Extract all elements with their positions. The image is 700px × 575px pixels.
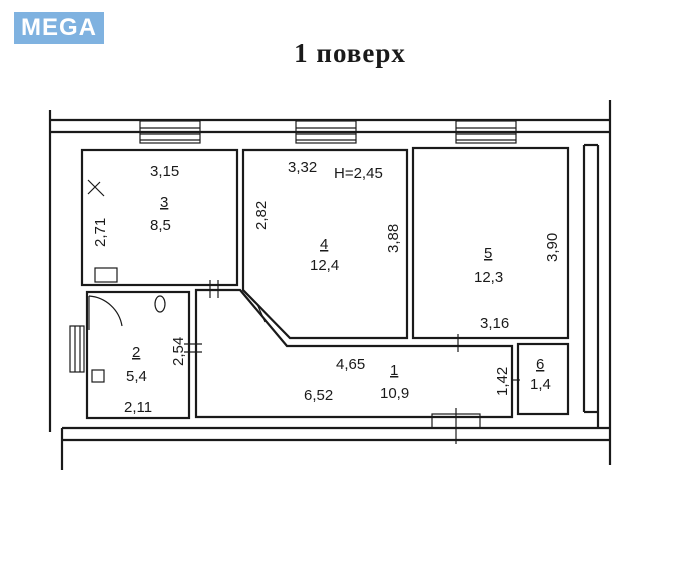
room-4-area: 12,4 [310,257,339,274]
room-3-number: 3 [160,194,168,211]
room-labels: 3,15 3 8,5 2,71 3,32 H=2,45 2,82 3,88 4 … [92,159,561,416]
room-1-outline [194,288,514,419]
room-5-depth: 3,90 [544,233,561,262]
room-6-number: 6 [536,356,544,373]
room-1-length-top: 4,65 [336,356,365,373]
logo-text: MEGA [21,14,97,41]
room-4-depth-right: 3,88 [385,224,402,253]
room-5-width: 3,16 [480,315,509,332]
floor-title: 1 поверх [294,38,406,68]
room-3-outline [80,148,239,287]
room-2-depth: 2,54 [170,337,187,366]
room-6-area: 1,4 [530,376,551,393]
room-4-outline [241,148,409,340]
room-6-outline [516,342,570,416]
windows [69,120,517,444]
vent-icon [87,179,105,197]
room-walls [80,146,570,420]
room-2-outline [85,290,191,420]
room-2-width: 2,11 [124,399,152,416]
room-4-width: 3,32 [288,159,317,176]
room-4-height: H=2,45 [334,165,383,182]
room-1-depth: 1,42 [494,367,511,396]
room-3-width: 3,15 [150,163,179,180]
room-5-number: 5 [484,245,492,262]
room-1-area: 10,9 [380,385,409,402]
mega-logo: MEGA [14,12,104,44]
outer-walls [48,100,612,470]
room-4-depth-left: 2,82 [253,201,270,230]
room-5-outline [411,146,570,340]
room-3-depth: 2,71 [92,218,109,247]
room-4-number: 4 [320,236,328,253]
toilet-icon [154,295,166,313]
room-2-number: 2 [132,344,140,361]
door-swing [88,295,123,327]
room-5-area: 12,3 [474,269,503,286]
room-1-number: 1 [390,362,398,379]
room-1-length-bottom: 6,52 [304,387,333,404]
stove-icon [94,267,118,283]
room-3-area: 8,5 [150,217,171,234]
doors-fixtures [87,179,520,383]
sink-icon [91,369,105,383]
room-2-area: 5,4 [126,368,147,385]
